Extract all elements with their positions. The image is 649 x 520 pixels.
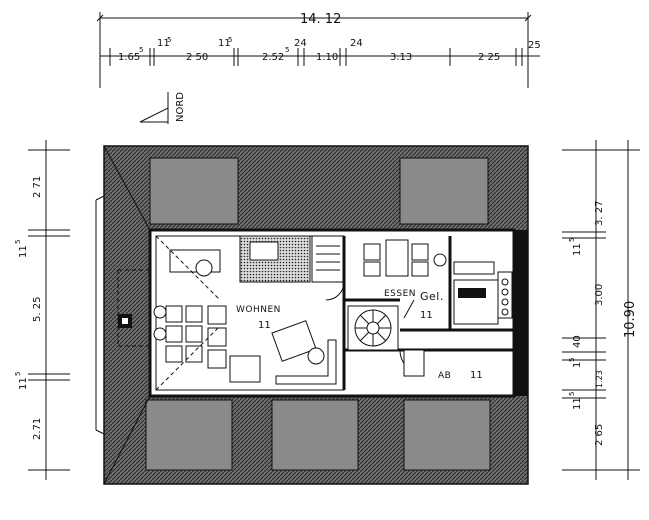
dining-furniture xyxy=(363,239,447,277)
dim-left-6: 5 xyxy=(14,372,22,376)
dim-right-7: 5 xyxy=(568,358,576,362)
dim-top-4: 5 xyxy=(167,36,171,44)
room-wohnen-name: WOHNEN xyxy=(236,305,281,315)
dim-top-5: 2 50 xyxy=(186,52,208,63)
dim-top-12: 24 xyxy=(350,38,363,49)
room-ab-number: 11 xyxy=(470,370,483,381)
room-gel-name: Gel. xyxy=(420,290,444,303)
dim-top-3: 11 xyxy=(157,38,170,49)
room-labels: WOHNEN 11 ESSEN Gel. 11 AB 11 xyxy=(236,289,483,381)
kitchen-furniture xyxy=(453,261,513,325)
dim-left-2: 11 xyxy=(18,245,29,258)
dim-right-11: 2 65 xyxy=(594,424,605,446)
dim-left-4: 5. 25 xyxy=(32,297,43,322)
dim-right-6: 1 xyxy=(572,362,583,368)
dim-top-15: 25 xyxy=(528,40,541,51)
dim-top-6: 11 xyxy=(218,38,231,49)
dim-top-2: 5 xyxy=(139,46,143,54)
living-room-furniture xyxy=(117,235,337,391)
room-wohnen-number: 11 xyxy=(258,320,271,331)
dim-right-8: 1.23 xyxy=(595,370,604,388)
dim-right-1: 3. 27 xyxy=(594,201,605,226)
dim-right-3: 5 xyxy=(568,238,576,242)
dim-top-8: 2.52 xyxy=(262,52,284,63)
dim-left-1: 2 71 xyxy=(32,176,43,198)
room-essen-name: ESSEN xyxy=(384,289,416,299)
dim-top-9: 5 xyxy=(285,46,289,54)
dim-right-4: 3.00 xyxy=(594,284,605,306)
north-label: NORD xyxy=(175,92,186,122)
dim-top-11: 1.10 xyxy=(316,52,338,63)
dim-right-2: 11 xyxy=(572,243,583,256)
dim-top-14: 2 25 xyxy=(478,52,500,63)
north-arrow: NORD xyxy=(139,92,186,124)
dim-left-5: 11 xyxy=(18,377,29,390)
left-dimensions: 2 71 11 5 5. 25 11 5 2.71 xyxy=(14,140,70,480)
top-dimensions: 14. 12 1.65 5 11 5 2 50 11 5 2.52 5 24 1… xyxy=(96,12,541,88)
dim-top-13: 3.13 xyxy=(390,52,412,63)
dim-left-7: 2.71 xyxy=(32,418,43,440)
dim-top-1: 1.65 xyxy=(118,52,140,63)
room-ab-name: AB xyxy=(438,371,451,381)
room-gel-number: 11 xyxy=(420,310,433,321)
dim-top-10: 24 xyxy=(294,38,307,49)
dim-left-3: 5 xyxy=(14,240,22,244)
dim-right-5: 40 xyxy=(572,335,583,348)
total-width-label: 14. 12 xyxy=(300,12,341,27)
total-height-label: 10.90 xyxy=(623,301,638,338)
right-dimensions: 3. 27 11 5 3.00 40 1 5 1.23 11 5 2 65 10… xyxy=(562,140,640,480)
dim-right-10: 5 xyxy=(568,392,576,396)
dim-right-9: 11 xyxy=(572,397,583,410)
dim-top-7: 5 xyxy=(228,36,232,44)
